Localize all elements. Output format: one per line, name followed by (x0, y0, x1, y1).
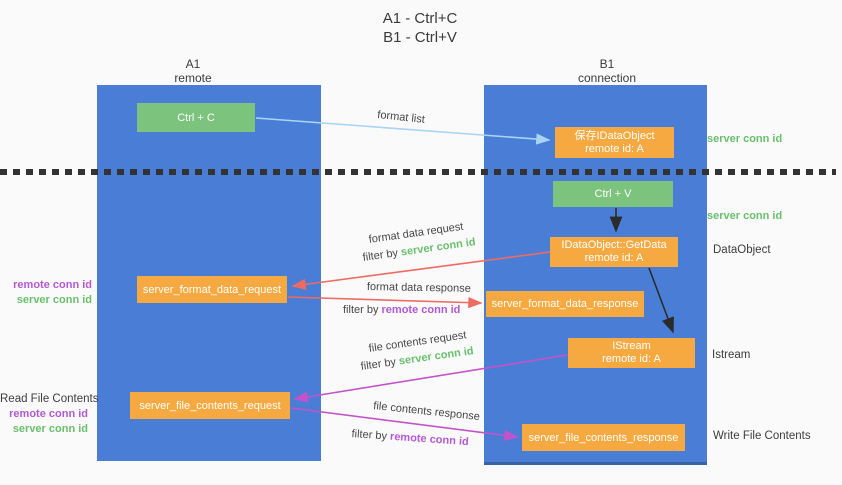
node-ctrl-c: Ctrl + C (137, 103, 255, 132)
column-header-a1: A1 remote (103, 57, 283, 85)
node-server-file-contents-response: server_file_contents_response (522, 424, 685, 451)
server-conn-id-label: server conn id (16, 294, 92, 306)
node-save-idataobject: 保存IDataObject remote id: A (555, 127, 674, 158)
label-format-list: format list (376, 109, 426, 126)
annotation-server-conn-id-mid: server conn id (707, 210, 783, 222)
filter-by-text: filter by (362, 247, 399, 264)
annotation-server-conn-id-top: server conn id (707, 133, 783, 145)
column-b1-subtitle: connection (577, 71, 637, 85)
diagram-title: A1 - Ctrl+C B1 - Ctrl+V (300, 9, 540, 47)
remote-conn-id-text: remote conn id (381, 304, 461, 316)
node-ctrl-c-label: Ctrl + C (177, 111, 215, 124)
node-server-file-contents-request-label: server_file_contents_request (139, 399, 281, 412)
title-line-2: B1 - Ctrl+V (383, 29, 457, 46)
column-b1-title: B1 (599, 57, 615, 71)
annotation-write-file-contents: Write File Contents (713, 430, 811, 442)
node-server-format-data-response-label: server_format_data_response (491, 298, 639, 310)
node-idataobject-getdata-line1: IDataObject::GetData (561, 239, 667, 251)
remote-conn-id-label: remote conn id (13, 279, 92, 291)
node-ctrl-v: Ctrl + V (553, 181, 673, 207)
node-istream-line2: remote id: A (602, 353, 661, 365)
annotation-left-conn-ids-1: remote conn id server conn id (0, 278, 92, 308)
column-a1-title: A1 (185, 57, 201, 71)
node-idataobject-getdata-line2: remote id: A (584, 252, 644, 264)
annotation-left-conn-ids-2: Read File Contents remote conn id server… (0, 392, 99, 437)
node-server-file-contents-response-label: server_file_contents_response (528, 431, 679, 444)
filter-by-text: filter by (343, 304, 379, 316)
label-file-contents-response-filter: filter by remote conn id (351, 428, 469, 448)
annotation-dataobject: DataObject (713, 244, 771, 256)
column-header-b1: B1 connection (517, 57, 697, 85)
node-istream: IStream remote id: A (568, 338, 695, 368)
node-save-idataobject-line2: remote id: A (585, 142, 644, 155)
node-istream-line1: IStream (612, 340, 651, 352)
label-format-data-response-filter: filter by remote conn id (343, 304, 460, 316)
read-file-contents-label: Read File Contents (0, 393, 99, 405)
column-a1-subtitle: remote (174, 71, 212, 85)
dotted-divider (0, 169, 836, 175)
node-ctrl-v-label: Ctrl + V (594, 188, 632, 200)
label-file-contents-response: file contents response (372, 400, 481, 424)
node-server-format-data-response: server_format_data_response (486, 291, 644, 317)
label-format-data-response: format data response (366, 281, 471, 295)
filter-by-text: filter by (351, 428, 388, 443)
remote-conn-id-text: remote conn id (389, 430, 470, 449)
node-save-idataobject-line1: 保存IDataObject (574, 129, 655, 142)
server-conn-id-label: server conn id (12, 423, 88, 435)
annotation-istream: Istream (712, 349, 751, 361)
title-line-1: A1 - Ctrl+C (382, 10, 458, 27)
node-server-format-data-request: server_format_data_request (137, 276, 287, 303)
remote-conn-id-label: remote conn id (9, 408, 88, 420)
node-idataobject-getdata: IDataObject::GetData remote id: A (550, 237, 678, 267)
filter-by-text: filter by (360, 356, 397, 373)
node-server-format-data-request-label: server_format_data_request (142, 283, 282, 296)
node-server-file-contents-request: server_file_contents_request (130, 392, 290, 419)
